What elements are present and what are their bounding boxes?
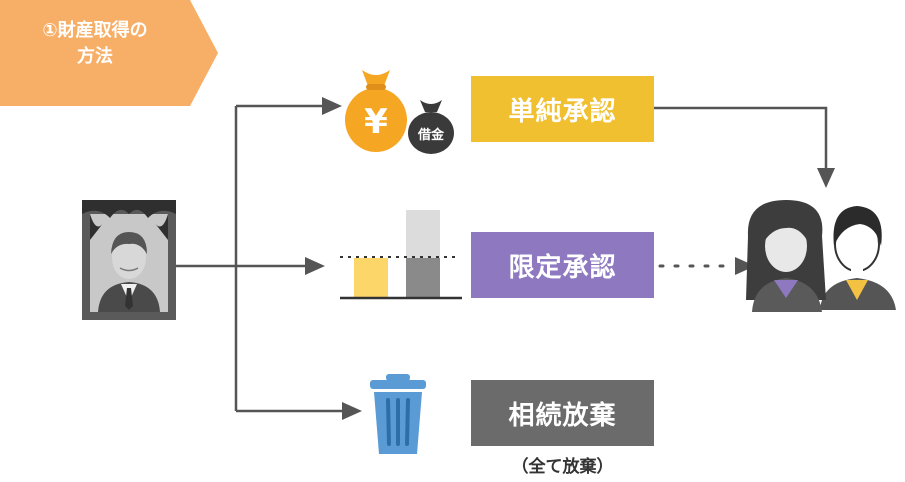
debt-bar-excess [406, 210, 440, 258]
yen-symbol: ¥ [364, 102, 388, 142]
arrow-limited-to-heirs [735, 257, 755, 275]
connector-lines [176, 104, 828, 413]
debt-label: 借金 [417, 127, 445, 143]
deceased-portrait-icon [82, 200, 176, 320]
section-title-line2: 方法 [77, 46, 113, 67]
renunciation-note: （全て放棄） [511, 457, 614, 477]
section-title: ①財産取得の 方法 [0, 18, 190, 70]
debt-bar-covered [406, 258, 440, 298]
renunciation-label: 相続放棄 [508, 400, 617, 431]
trash-can-icon [370, 374, 426, 454]
heir-woman-left [746, 200, 826, 312]
yen-money-bag-icon: ¥ [345, 70, 407, 152]
limited-bar-illustration [340, 210, 462, 300]
arrowheads [305, 97, 835, 420]
debt-bag-icon: 借金 [408, 100, 454, 154]
asset-bar [354, 258, 388, 298]
arrow-to-limited [305, 257, 325, 275]
arrow-to-simple [322, 97, 342, 115]
simple-acceptance-box: 単純承認 [471, 76, 654, 142]
renunciation-box: 相続放棄 [471, 380, 654, 446]
heir-woman-right [820, 206, 896, 310]
simple-acceptance-label: 単純承認 [508, 96, 617, 127]
heirs-icon [746, 200, 896, 312]
limited-acceptance-box: 限定承認 [471, 232, 654, 298]
arrow-simple-to-heirs [817, 168, 835, 188]
banner-shape [0, 0, 218, 106]
arrow-to-renounce [342, 402, 362, 420]
section-title-line1: ①財産取得の [42, 20, 148, 41]
limited-acceptance-label: 限定承認 [508, 252, 617, 283]
